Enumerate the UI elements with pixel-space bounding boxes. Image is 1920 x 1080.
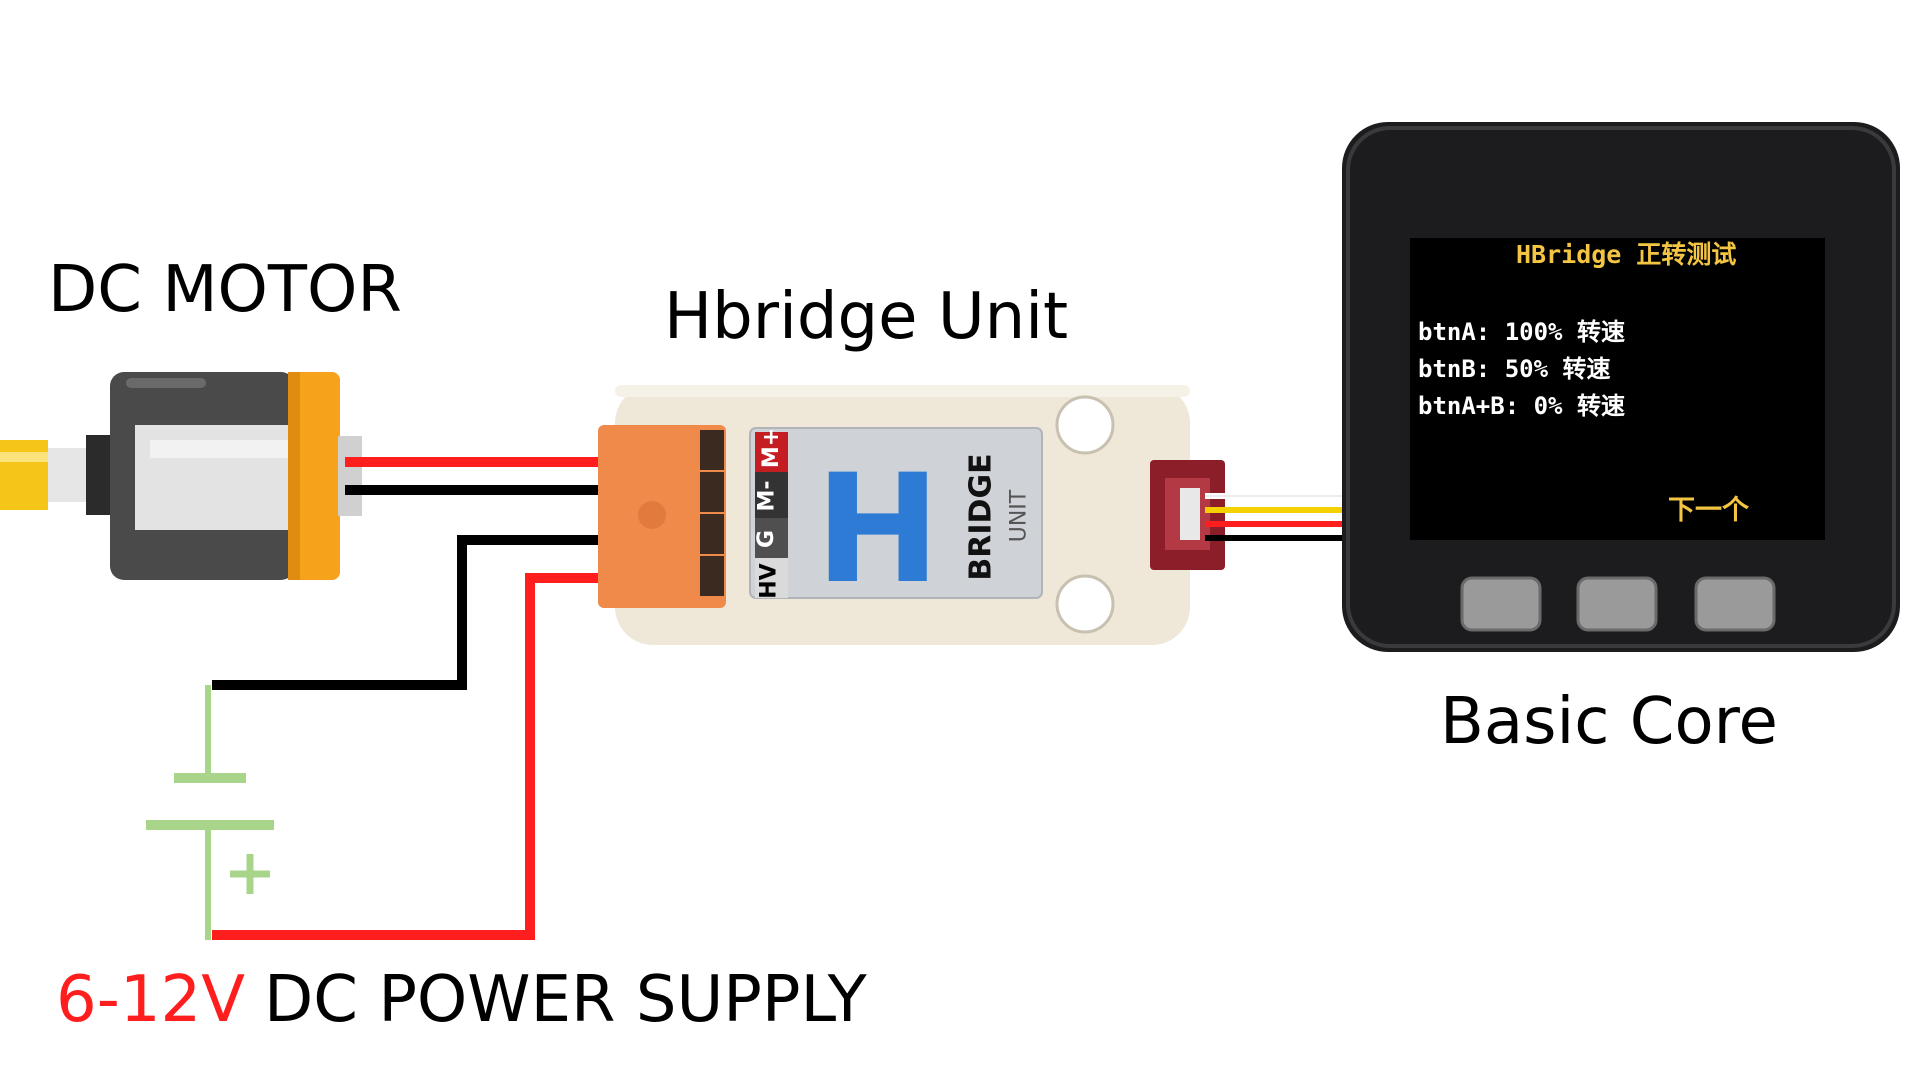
module-sticker [750,428,1042,598]
pin-label-m-minus: M- [754,480,780,512]
basic-core-device [1342,122,1900,652]
dc-motor [0,372,362,580]
motor-wires [345,457,600,495]
screen-line-btn-ab: btnA+B: 0% 转速 [1418,392,1625,420]
basic-core-label: Basic Core [1440,685,1778,759]
core-button-b [1576,576,1658,632]
motor-shaft [0,440,48,510]
motor-shaft-collar [48,448,90,502]
supply-voltage-label: 6-12V [56,963,246,1037]
hbridge-module [598,385,1225,645]
motor-endcap [288,372,340,580]
screen-line-btn-b: btnB: 50% 转速 [1418,355,1611,383]
mount-hole-bottom [1057,576,1113,632]
hbridge-unit-word: UNIT [1006,489,1032,543]
hbridge-logo-word: BRIDGE [963,453,999,581]
pin-label-g: G [754,529,780,549]
dc-motor-label: DC MOTOR [48,253,402,327]
battery-symbol [146,685,274,940]
power-wires [212,535,610,940]
pin-label-m-plus: M+ [759,427,785,469]
core-button-c [1694,576,1776,632]
pin-label-hv: HV [756,563,782,599]
core-screen [1410,238,1825,540]
mount-hole-top [1057,397,1113,453]
screen-title: HBridge 正转测试 [1516,240,1737,269]
hbridge-logo-letter: H [815,443,941,617]
core-button-a [1460,576,1542,632]
hbridge-unit-label: Hbridge Unit [664,280,1069,354]
grove-cable [1205,493,1355,541]
screen-next-label: 下一个 [1668,495,1749,526]
screen-line-btn-a: btnA: 100% 转速 [1418,318,1625,346]
power-supply-label: DC POWER SUPPLY [264,963,867,1037]
